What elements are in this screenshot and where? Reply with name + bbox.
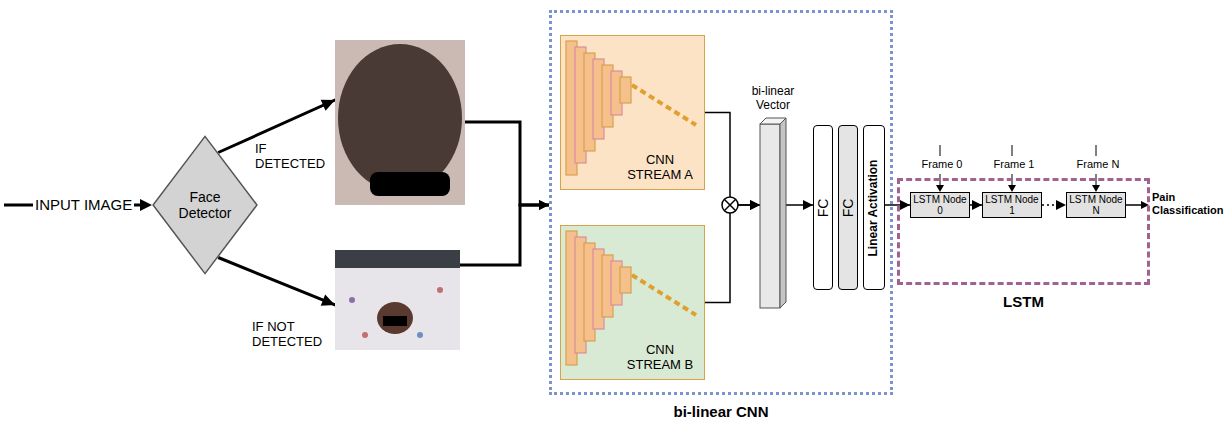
node-text: LSTM Node 0 <box>911 194 969 216</box>
connector-arrow <box>786 204 813 206</box>
edge-label: IF DETECTED <box>255 142 331 172</box>
lstm-group: LSTMLSTM Node 0LSTM Node 1LSTM Node N <box>897 178 1150 285</box>
image-arrowhead <box>321 95 338 111</box>
diamond-shape <box>153 136 257 273</box>
cnn-stream-box: CNN STREAM A <box>560 35 705 190</box>
node-text: bi-linear Vector <box>741 85 805 113</box>
frame-tick <box>1096 145 1097 156</box>
outer-product-symbol <box>722 197 738 213</box>
vector-front <box>760 124 780 308</box>
image-arrowhead <box>321 295 338 311</box>
blanket-pattern <box>349 297 355 303</box>
stream-fill <box>560 35 705 190</box>
lstm-cell: LSTM Node 1 <box>982 192 1042 218</box>
blanket-pattern <box>362 332 368 338</box>
outer-product-symbol <box>725 200 736 211</box>
scene-background <box>335 250 460 268</box>
feature-vector: bi-linear Vector <box>760 118 786 308</box>
blanket-pattern <box>417 332 423 338</box>
connector-arrow <box>705 205 760 303</box>
frame-label: Frame N <box>1066 158 1130 171</box>
connector-arrow <box>1042 204 1066 206</box>
node-text: LSTM Node N <box>1067 194 1125 216</box>
connector-arrow <box>970 204 982 206</box>
vector-bar <box>760 118 786 308</box>
input-arrowhead <box>140 199 152 211</box>
connector-arrow <box>705 113 760 206</box>
scene-image <box>335 250 460 350</box>
node-text: FC <box>815 198 831 217</box>
outer-product-symbol <box>725 200 736 211</box>
layer-box: Linear Activation <box>863 125 885 290</box>
group-title: LSTM <box>897 293 1150 310</box>
frame-tick <box>940 145 941 156</box>
frame-arrowhead <box>1092 185 1100 192</box>
face-image <box>335 40 465 205</box>
privacy-bar <box>370 172 450 196</box>
privacy-bar <box>383 316 407 326</box>
output-label: Pain Classification <box>1150 191 1230 216</box>
group-title: bi-linear CNN <box>549 403 893 420</box>
frame-arrowhead <box>936 185 944 192</box>
frame-arrowhead <box>1008 185 1016 192</box>
decision-diamond: Face Detector <box>152 135 258 275</box>
cnn-layers <box>566 231 696 365</box>
cnn-stream-box: CNN STREAM B <box>560 225 705 380</box>
vector-side <box>780 118 786 308</box>
node-text: CNN STREAM B <box>624 343 696 373</box>
node-text: LSTM Node 1 <box>983 194 1041 216</box>
layer-box: FC <box>813 125 833 290</box>
blanket-pattern <box>437 287 443 293</box>
stream-fill <box>560 225 705 380</box>
frame-tick <box>1012 145 1013 156</box>
infant-head <box>377 302 413 334</box>
layer-box: FC <box>838 125 858 290</box>
edge-label: IF NOT DETECTED <box>252 320 334 350</box>
frame-label: Frame 0 <box>910 158 974 171</box>
node-text: Linear Activation <box>867 159 881 256</box>
node-text: Face Detector <box>170 189 240 221</box>
cnn-layers <box>566 41 696 175</box>
lstm-cell: LSTM Node N <box>1066 192 1126 218</box>
input-label: INPUT IMAGE <box>33 196 134 213</box>
infant-head <box>338 44 462 192</box>
node-text: FC <box>840 198 856 217</box>
output-arrow-line <box>1126 204 1142 206</box>
node-text: CNN STREAM A <box>624 153 696 183</box>
network-group: bi-linear CNNCNN STREAM ACNN STREAM Bbi-… <box>549 10 893 395</box>
frame-label: Frame 1 <box>982 158 1046 171</box>
lstm-cell: LSTM Node 0 <box>910 192 970 218</box>
